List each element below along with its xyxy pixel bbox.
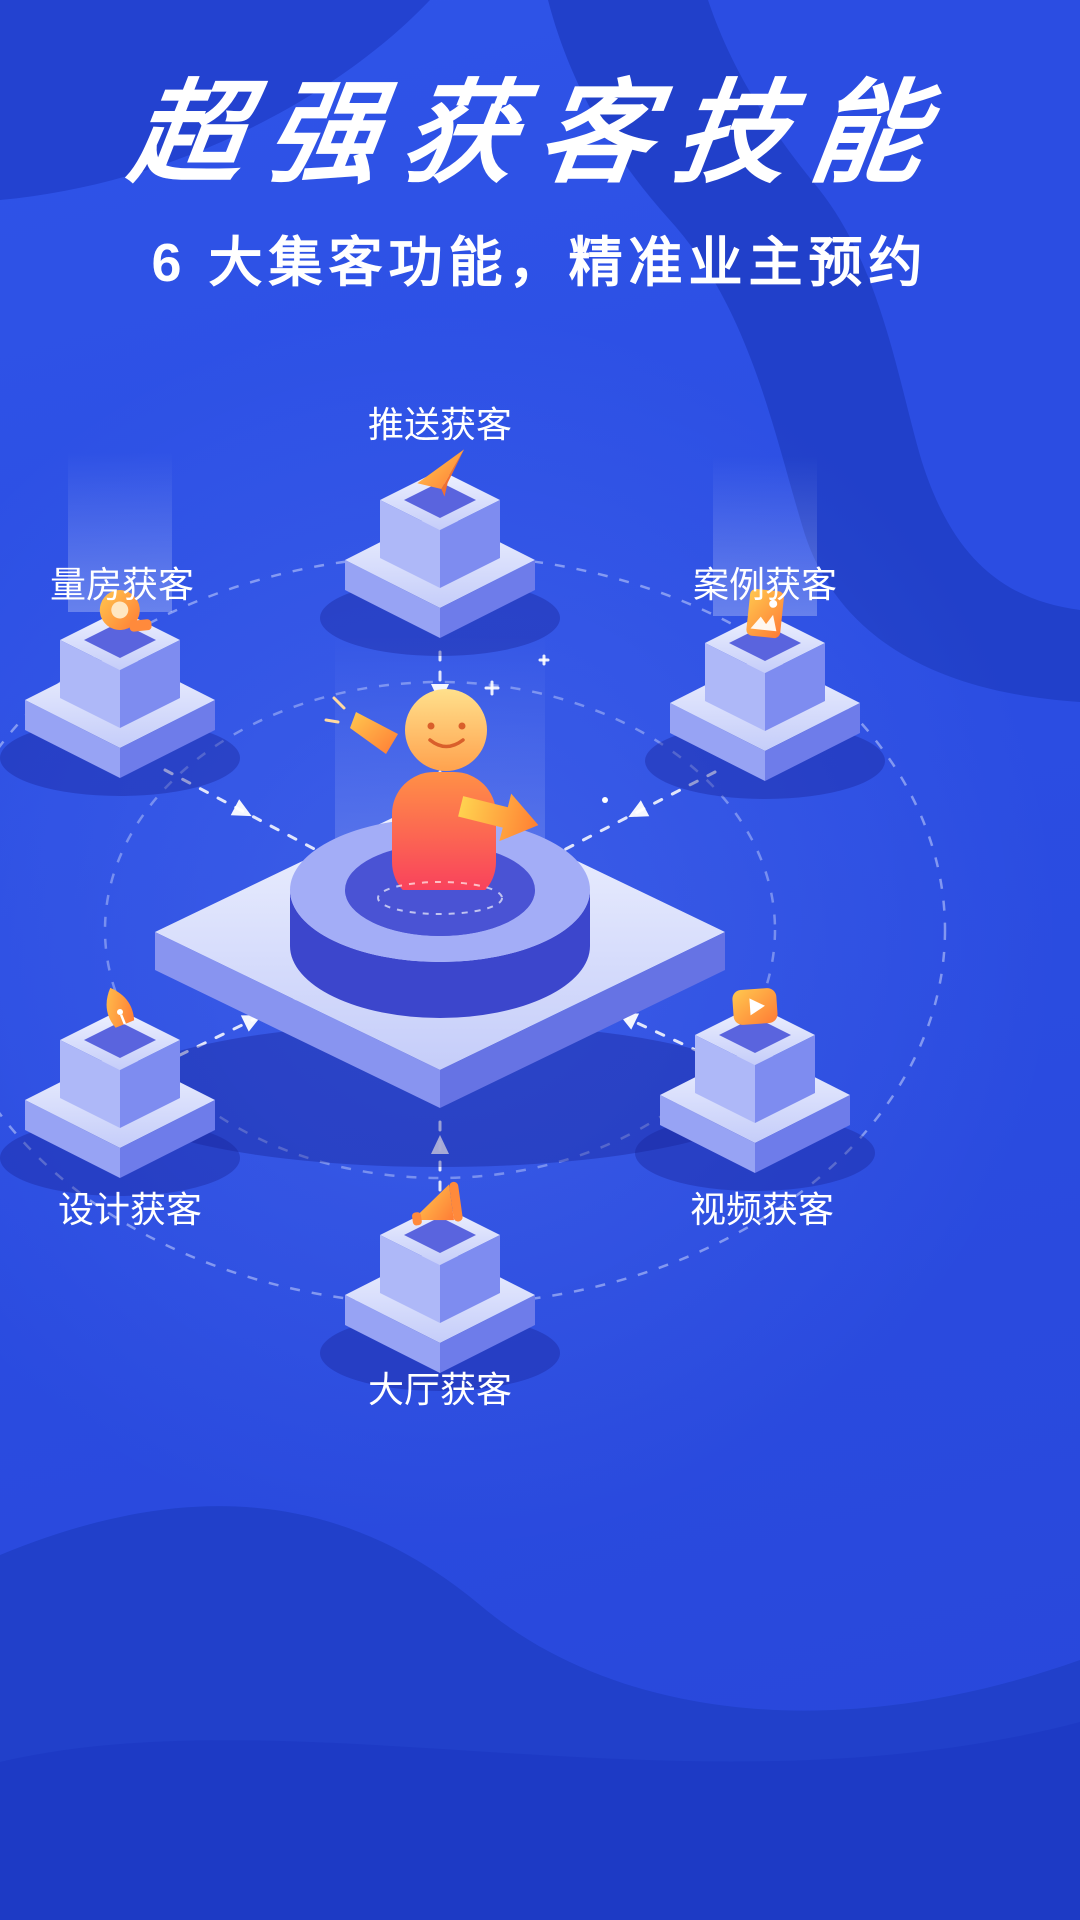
header: 超强获客技能 6 大集客功能，精准业主预约: [0, 71, 1080, 297]
tape-measure-icon: [99, 590, 152, 632]
center-platform: [110, 635, 770, 1167]
paper-plane-icon: [417, 449, 465, 497]
node-label-hall: 大厅获客: [368, 1369, 512, 1410]
page-subtitle: 6 大集客功能，精准业主预约: [151, 233, 929, 293]
announcer-character: [324, 654, 608, 936]
beam-upper-left: [68, 452, 172, 612]
swirl-top-right-inner: [708, 0, 1080, 610]
character-body: [392, 772, 496, 904]
orbit-inner: [103, 680, 777, 1180]
pedestal-measure: [0, 610, 240, 796]
video-play-icon: [732, 988, 778, 1025]
pedestal-push: [320, 470, 560, 656]
dashed-base-ring: [377, 881, 503, 915]
corner-wave-top-left: [0, 0, 430, 200]
acquisition-diagram: 推送获客 量房获客 案例获客 设计获客 视频获客 大厅获客: [0, 404, 947, 1410]
design-pen-icon: [106, 987, 135, 1028]
sparkles: [484, 654, 608, 803]
node-label-case: 案例获客: [693, 564, 837, 605]
character-head: [405, 689, 487, 771]
pedestal-hall: [320, 1205, 560, 1391]
node-label-design: 设计获客: [58, 1189, 202, 1230]
wave-bottom-deep: [0, 1722, 1080, 1920]
cursor-arrow-icon: [458, 793, 539, 842]
node-label-video: 视频获客: [690, 1189, 834, 1230]
page-title: 超强获客技能: [123, 71, 957, 196]
pedestal-video: [635, 1005, 875, 1191]
photo-case-icon: [746, 588, 784, 639]
node-label-push: 推送获客: [368, 404, 512, 445]
pedestal-case: [645, 613, 885, 799]
beam-upper-right: [713, 456, 817, 616]
node-label-measure: 量房获客: [50, 564, 194, 605]
megaphone-icon: [412, 1181, 463, 1226]
orbit-outer: [0, 553, 947, 1307]
pedestal-design: [0, 1010, 240, 1196]
small-megaphone-icon: [324, 696, 398, 754]
